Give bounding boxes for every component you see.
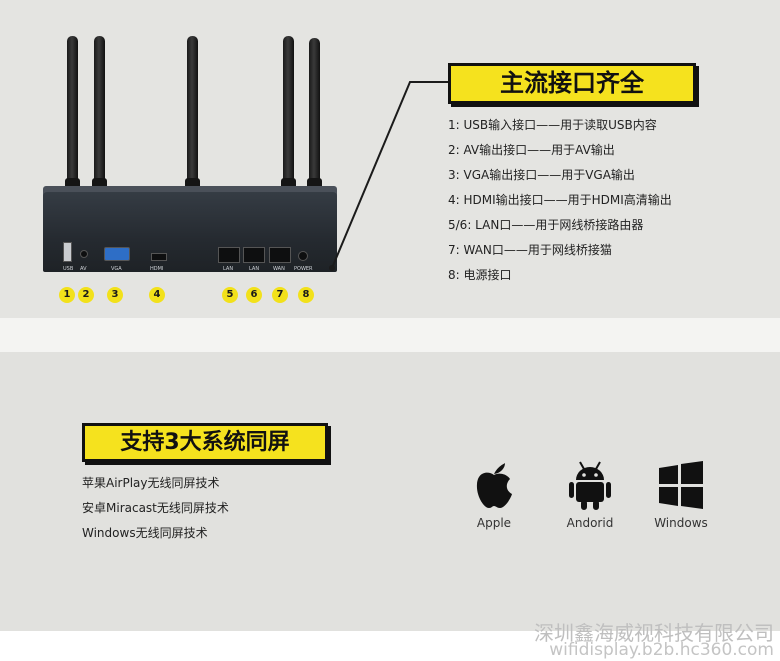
wan-port-label: WAN bbox=[273, 266, 285, 272]
antenna bbox=[67, 36, 78, 196]
lan-port-2-label: LAN bbox=[249, 266, 260, 272]
port-number-badge: 1 bbox=[59, 287, 75, 303]
av-port-label: AV bbox=[80, 266, 87, 272]
power-port-label: POWER bbox=[294, 266, 313, 272]
hdmi-port bbox=[151, 253, 167, 261]
company-watermark: 深圳鑫海威视科技有限公司 bbox=[534, 621, 774, 645]
list-item: 7: WAN口——用于网线桥接猫 bbox=[448, 243, 612, 257]
android-label: Andorid bbox=[566, 516, 614, 530]
apple-label: Apple bbox=[476, 516, 512, 530]
usb-port bbox=[63, 242, 72, 262]
list-item: Windows无线同屏技术 bbox=[82, 526, 208, 540]
apple-icon bbox=[476, 463, 512, 508]
usb-port-label: USB bbox=[63, 266, 74, 272]
antenna bbox=[187, 36, 198, 196]
vga-port bbox=[104, 247, 130, 261]
list-item: 安卓Miracast无线同屏技术 bbox=[82, 501, 229, 515]
hdmi-port-label: HDMI bbox=[150, 266, 164, 272]
windows-icon bbox=[659, 461, 703, 509]
list-item: 5/6: LAN口——用于网线桥接路由器 bbox=[448, 218, 644, 232]
port-number-badge: 8 bbox=[298, 287, 314, 303]
os-android: Andorid bbox=[550, 460, 630, 530]
antenna bbox=[94, 36, 105, 196]
port-number-badge: 4 bbox=[149, 287, 165, 303]
list-item: 2: AV输出接口——用于AV输出 bbox=[448, 143, 615, 157]
lan-port-1-label: LAN bbox=[223, 266, 234, 272]
systems-panel bbox=[0, 352, 780, 631]
power-port bbox=[298, 251, 308, 261]
vga-port-label: VGA bbox=[111, 266, 122, 272]
router-body bbox=[43, 192, 337, 272]
port-number-badge: 2 bbox=[78, 287, 94, 303]
list-item: 1: USB输入接口——用于读取USB内容 bbox=[448, 118, 657, 132]
port-number-badge: 7 bbox=[272, 287, 288, 303]
screen-mirroring-feature-list: 苹果AirPlay无线同屏技术 安卓Miracast无线同屏技术 Windows… bbox=[82, 475, 229, 550]
callout-connector bbox=[329, 81, 450, 271]
port-number-badge: 6 bbox=[246, 287, 262, 303]
interface-spec-list: 1: USB输入接口——用于读取USB内容 2: AV输出接口——用于AV输出 … bbox=[448, 115, 672, 290]
list-item: 4: HDMI输出接口——用于HDMI高清输出 bbox=[448, 193, 672, 207]
av-port bbox=[80, 250, 88, 258]
os-windows: Windows bbox=[641, 460, 721, 530]
android-icon bbox=[569, 461, 611, 510]
antenna bbox=[283, 36, 294, 196]
router-top-edge bbox=[43, 186, 337, 196]
wan-port bbox=[269, 247, 291, 263]
antenna bbox=[309, 38, 320, 196]
lan-port-2 bbox=[243, 247, 265, 263]
section-divider bbox=[0, 318, 780, 352]
os-apple: Apple bbox=[454, 460, 534, 530]
list-item: 8: 电源接口 bbox=[448, 268, 512, 282]
interfaces-heading: 主流接口齐全 bbox=[448, 63, 696, 104]
port-number-badge: 3 bbox=[107, 287, 123, 303]
lan-port-1 bbox=[218, 247, 240, 263]
list-item: 3: VGA输出接口——用于VGA输出 bbox=[448, 168, 635, 182]
website-watermark: wifidisplay.b2b.hc360.com bbox=[549, 640, 774, 660]
systems-heading: 支持3大系统同屏 bbox=[82, 423, 328, 462]
port-number-badge: 5 bbox=[222, 287, 238, 303]
list-item: 苹果AirPlay无线同屏技术 bbox=[82, 476, 220, 490]
windows-label: Windows bbox=[654, 516, 708, 530]
